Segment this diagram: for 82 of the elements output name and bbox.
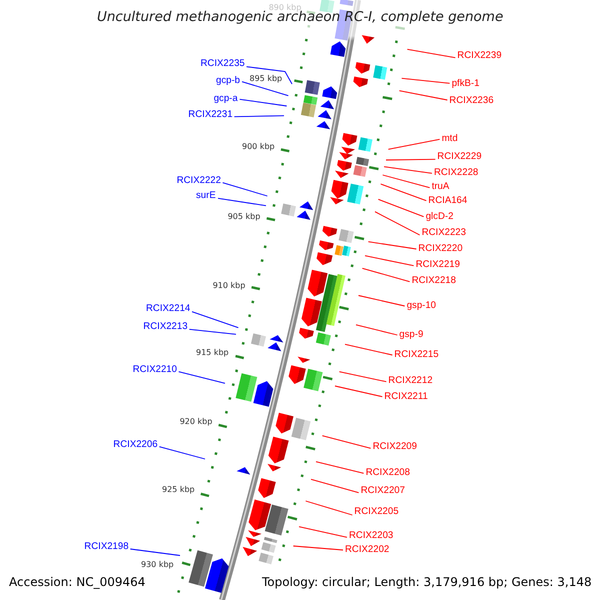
gene-label: RCIX2205 [352,506,399,518]
leader-line [222,182,268,196]
leader-line [401,78,450,84]
leader-line [239,98,288,106]
leader-line [192,311,239,328]
leader-line [334,386,383,398]
gene-label: surE [196,190,218,202]
gene-label: RCIX2208 [364,466,410,478]
leader-line [218,198,266,206]
gene-label: RCIX2223 [420,227,466,238]
leader-line [356,324,398,336]
scale-label: 925 kbp [162,484,195,494]
gene-label: RCIX2198 [84,541,131,552]
leader-line [368,241,417,250]
leader-line [406,48,456,58]
gene-label: gcp-a [214,92,240,104]
gene-label: RCIX2229 [435,151,482,162]
gene-label: RCIX2207 [358,484,405,496]
leader-line [130,548,180,556]
gene-label: RCIX2220 [416,242,463,254]
scale-label: 905 kbp [228,212,260,222]
gene-label: RCIX2231 [188,108,235,120]
gene-label: RCIX2222 [176,174,223,186]
leader-line [374,211,420,236]
leader-line [338,371,387,382]
scale-label: 900 kbp [242,142,275,152]
gene-label: mtd [440,132,458,144]
gene-label: RCIX2209 [370,440,417,452]
leader-line [380,184,427,202]
title: Uncultured methanogenic archaeon RC-I, complete genome [97,11,504,23]
gene-label: gsp-9 [397,328,424,340]
leader-line [234,115,284,118]
gene-label: truA [430,180,450,192]
gene-label: RCIX2213 [143,320,190,332]
gene-label: RCIX2218 [410,274,456,286]
gene-label: RCIX2239 [455,50,502,61]
leader-line [386,158,436,160]
leader-line [310,478,360,494]
leader-line [316,461,364,474]
gene-label: pfkB-1 [450,78,480,89]
leader-line [344,344,393,356]
gene-label: RCIX2212 [386,375,433,386]
gene-label: RCIX2203 [347,530,394,540]
scale-label: 915 kbp [196,348,229,358]
leader-line [246,66,292,84]
leader-line [188,328,236,335]
scale-label: 910 kbp [212,280,246,290]
gene-label: RCIX2228 [432,166,478,178]
gene-label: RCIX2235 [200,58,247,69]
gene-label: glcD-2 [424,211,454,222]
gene-label: gsp-10 [404,300,436,310]
leader-line [362,268,410,282]
gene-label: RCIX2214 [146,302,192,314]
leader-line [388,138,440,150]
gene-label: RCIX2202 [343,544,390,554]
gene-label: RCIA164 [426,195,468,206]
leader-line [292,546,344,550]
leader-line [322,435,372,449]
leader-line [378,198,424,218]
gene-label: RCIX2206 [113,438,160,450]
scale-label: 890 kbp [268,3,302,12]
scale-label: 920 kbp [180,416,212,426]
accession-text: Accession: NC_009464 [9,575,146,589]
scale-label: 930 kbp [141,560,174,569]
leader-line [158,446,206,460]
scale-label: 895 kbp [250,74,282,82]
leader-line [298,526,348,538]
gene-label: RCIX2236 [447,95,494,106]
leader-line [364,255,414,266]
leader-line [358,295,406,306]
gene-label: gcp-b [216,75,242,86]
gene-label: RCIX2219 [414,258,460,270]
leader-line [382,174,430,188]
leader-line [305,500,353,516]
leader-line [242,81,289,96]
genome-stats-text: Topology: circular; Length: 3,179,916 bp; Genes: 3,148 [262,575,592,589]
leader-line [178,371,226,384]
leader-line [384,166,432,174]
leader-line [398,90,448,100]
gene-label: RCIX2210 [132,364,179,375]
gene-label: RCIX2211 [382,390,428,402]
gene-label: RCIX2215 [392,348,439,360]
